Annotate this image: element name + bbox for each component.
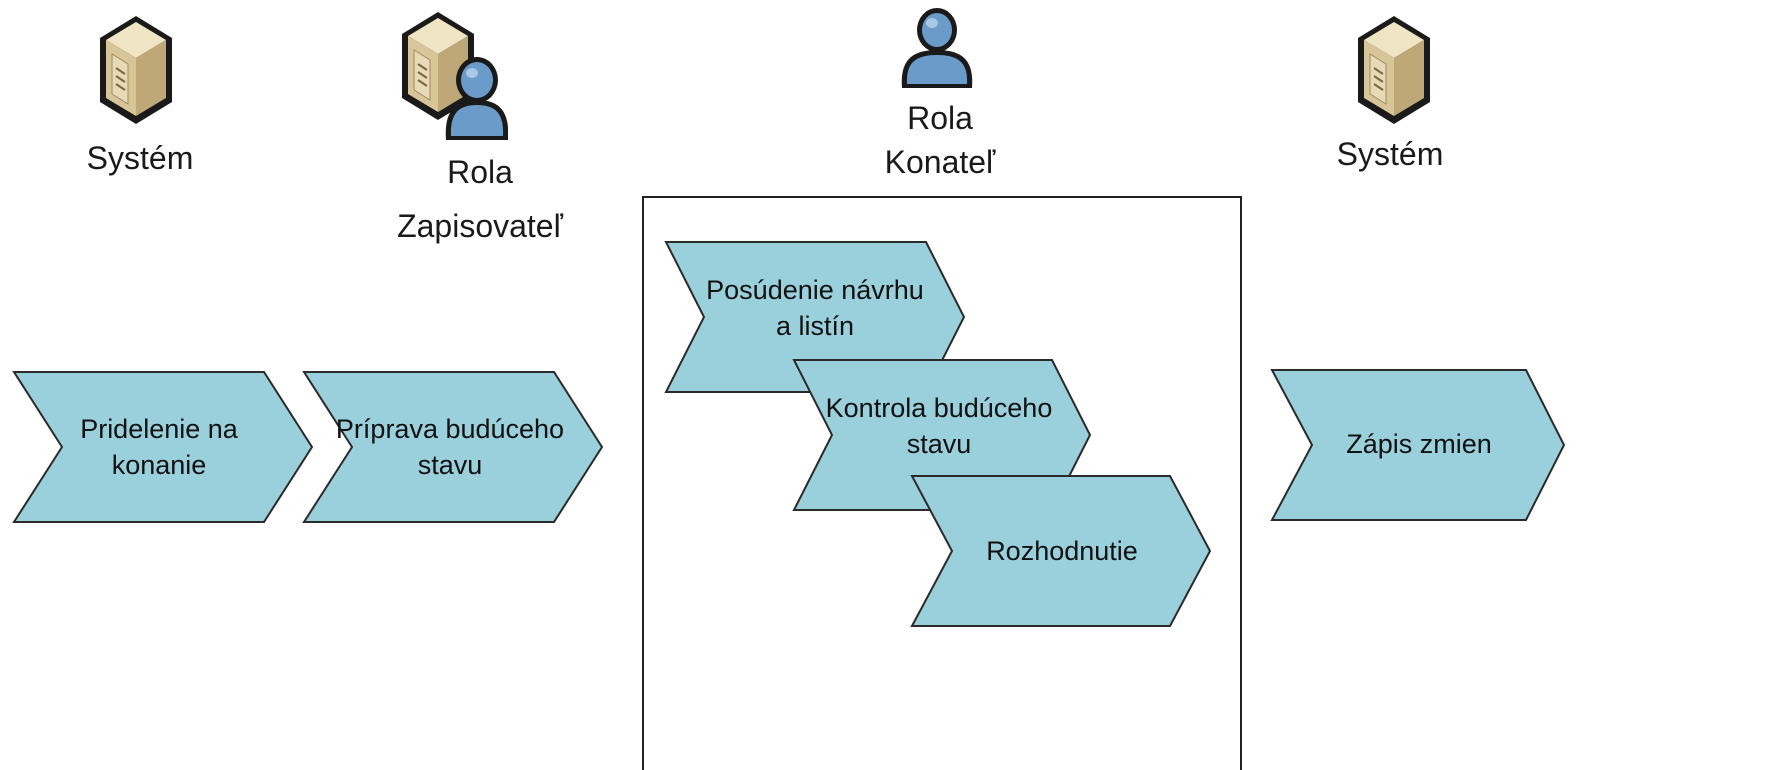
step-priprava: Príprava budúceho stavu [302,371,604,523]
step-zapis-line1: Zápis zmien [1346,429,1492,459]
actor-label-system-left: Systém [86,140,194,176]
step-pridelenie-line1: Pridelenie na [80,414,238,444]
step-kontrola-line1: Kontrola budúceho [825,393,1053,423]
step-posudenie-line2: a listín [775,311,855,341]
step-posudenie: Posúdenie návrhu a listín [664,241,966,393]
server-icon [1354,10,1434,128]
step-zapis: Zápis zmien [1270,369,1568,521]
step-pridelenie-line2: konanie [111,450,207,480]
konatel-steps-group [642,196,1242,770]
step-posudenie-line1: Posúdenie návrhu [706,275,924,305]
server-person-icon [398,6,509,144]
actor-label-zapisovatel: Rola Zapisovateľ [397,154,563,244]
step-rozhodnutie-line1: Rozhodnutie [986,536,1138,566]
person-icon [900,6,974,90]
server-icon [96,10,176,128]
step-pridelenie: Pridelenie na konanie [12,371,314,523]
step-priprava-line1: Príprava budúceho [335,414,565,444]
step-priprava-line2: stavu [417,450,483,480]
actor-label-system-right: Systém [1336,136,1444,172]
step-kontrola-line2: stavu [906,429,972,459]
step-rozhodnutie: Rozhodnutie [910,475,1212,627]
actor-label-konatel: Rola Konateľ [884,100,996,180]
step-kontrola: Kontrola budúceho stavu [792,359,1092,511]
